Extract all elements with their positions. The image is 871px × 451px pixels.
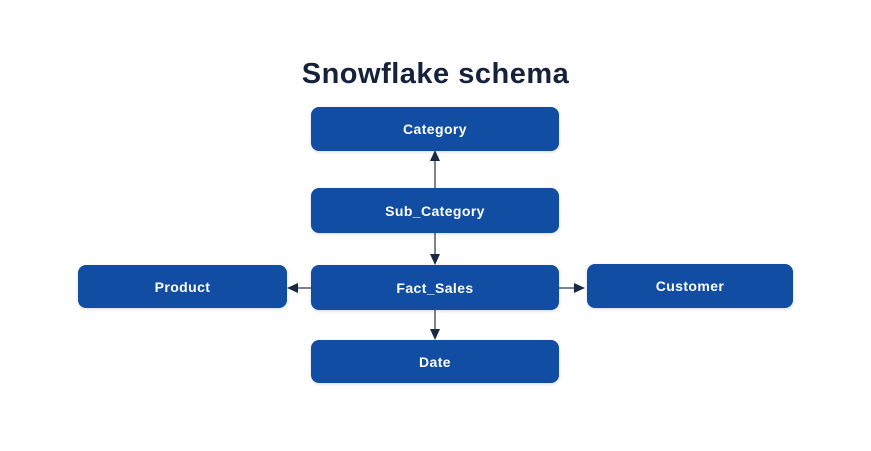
node-date-label: Date — [419, 353, 451, 370]
arrowhead-down-icon — [430, 329, 440, 340]
arrow-factsales-to-customer — [559, 283, 585, 293]
arrowhead-down-icon — [430, 254, 440, 265]
node-customer-label: Customer — [655, 278, 725, 294]
arrowhead-up-icon — [430, 150, 440, 161]
arrowhead-left-icon — [287, 283, 298, 293]
arrowhead-right-icon — [574, 283, 585, 293]
diagram-title: Snowflake schema — [301, 58, 570, 90]
node-fact-sales: Fact_Sales — [311, 265, 559, 310]
node-category: Category — [311, 107, 559, 151]
node-fact-sales-label: Fact_Sales — [396, 279, 474, 296]
node-sub-category-label: Sub_Category — [385, 202, 485, 219]
arrow-factsales-to-date — [430, 310, 440, 340]
node-customer: Customer — [587, 264, 793, 308]
arrow-subcategory-to-factsales — [430, 233, 440, 265]
node-product-label: Product — [154, 278, 211, 295]
node-sub-category: Sub_Category — [311, 188, 559, 233]
arrow-subcategory-to-category — [430, 150, 440, 188]
node-category-label: Category — [403, 121, 467, 137]
arrow-factsales-to-product — [287, 283, 311, 293]
node-date: Date — [311, 340, 559, 383]
node-product: Product — [78, 265, 287, 308]
